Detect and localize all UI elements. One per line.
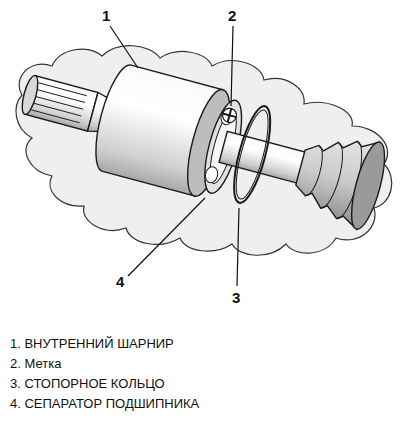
cloud-outline xyxy=(16,46,392,256)
alignment-mark xyxy=(221,107,238,124)
callout-number: 2 xyxy=(226,8,238,24)
joint-assembly xyxy=(10,40,394,241)
callout-number: 3 xyxy=(230,290,242,306)
leader-line xyxy=(231,26,233,106)
leader-line xyxy=(237,208,239,286)
part-caption: 1. ВНУТРЕННИЙ ШАРНИР xyxy=(10,336,174,352)
snap-ring-inner xyxy=(230,107,275,202)
cage-ball xyxy=(204,165,220,184)
callout-number: 1 xyxy=(100,8,112,24)
boot-end xyxy=(345,139,391,232)
part-caption: 4. СЕПАРАТОР ПОДШИПНИКА xyxy=(10,396,199,412)
leader-line xyxy=(110,26,138,68)
part-caption: 3. СТОПОРНОЕ КОЛЬЦО xyxy=(10,376,165,392)
leader-line xyxy=(128,198,205,276)
shaft-end xyxy=(19,74,41,116)
callout-number: 4 xyxy=(114,274,126,290)
part-caption: 2. Метка xyxy=(10,356,61,372)
leader-lines xyxy=(110,26,239,286)
spline-lines xyxy=(31,83,87,123)
